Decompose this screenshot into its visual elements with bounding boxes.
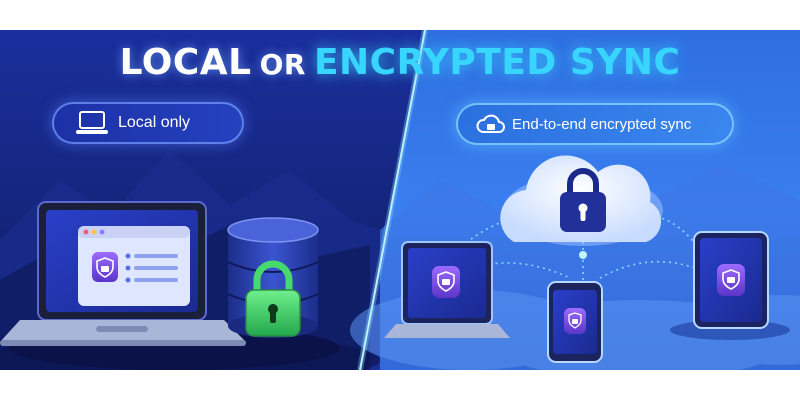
local-only-option[interactable]: Local only [52,102,244,144]
encrypted-sync-label: End-to-end encrypted sync [512,115,692,133]
cloud-icon [474,109,508,139]
divider-line [359,30,426,370]
title-or: OR [259,48,306,81]
laptop-icon [72,108,112,138]
title-encrypted-sync: ENCRYPTED SYNC [313,42,681,83]
sync-laptop-device [384,241,510,338]
illustration [0,30,800,370]
lock-icon [245,260,301,337]
phone-device [547,281,603,363]
tablet-device [670,231,790,340]
title-local: LOCAL [119,42,252,83]
app-window [78,226,190,306]
encrypted-sync-option[interactable]: End-to-end encrypted sync [456,103,734,145]
local-only-label: Local only [118,114,191,131]
laptop-device [0,201,246,346]
cloud-lock-icon [560,168,606,232]
